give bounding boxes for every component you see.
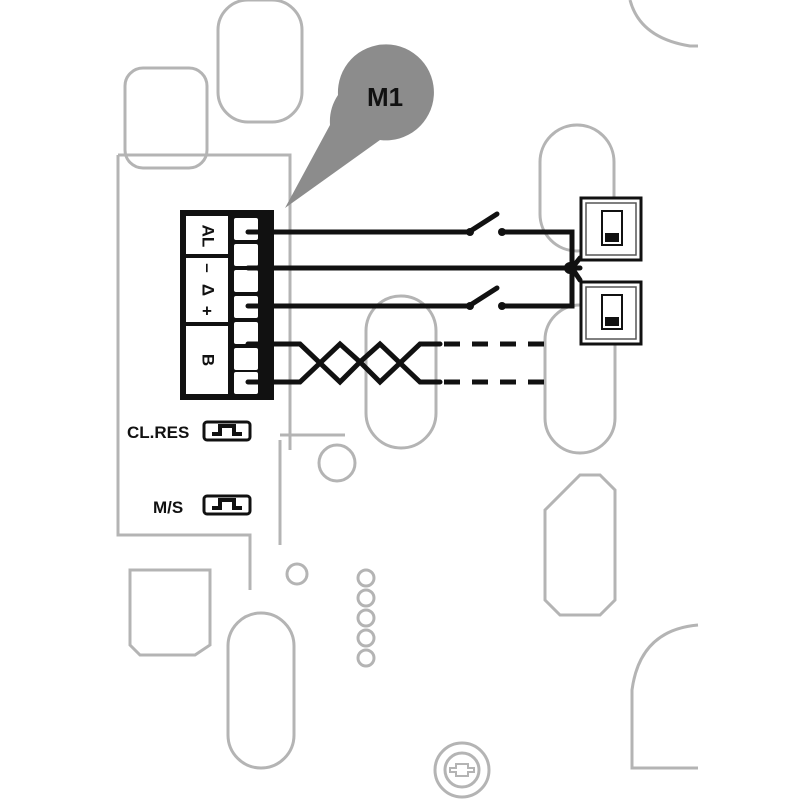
slot-right-lower xyxy=(543,473,617,617)
slot-bottom xyxy=(226,611,296,770)
jumper-ms-cap xyxy=(212,498,242,510)
label-plus: + xyxy=(202,301,212,320)
led-hole xyxy=(356,608,376,628)
led-hole xyxy=(356,648,376,668)
terminal-screw xyxy=(234,270,258,292)
wire-b-lower xyxy=(245,340,443,385)
module-frame-inner xyxy=(278,433,345,545)
wire-plus-to-sensor xyxy=(499,265,575,309)
jumper-clres-cap xyxy=(212,424,242,436)
slot-center xyxy=(364,294,438,450)
corner-bottom-right xyxy=(630,623,699,770)
label-b: B xyxy=(199,354,218,366)
wiring xyxy=(245,211,583,386)
switch-contact-upper xyxy=(469,211,500,233)
label-minus: – xyxy=(199,263,218,272)
callout-m1: M1 xyxy=(285,44,434,208)
contact-sensor-lower xyxy=(579,280,643,346)
corner-top-right xyxy=(628,0,698,48)
label-cell-al xyxy=(186,216,228,254)
led-hole xyxy=(356,628,376,648)
screw-icon xyxy=(433,741,491,799)
jumper-clres: CL.RES xyxy=(127,420,252,442)
small-hole xyxy=(285,562,309,586)
switch-contact-lower xyxy=(469,285,500,307)
mounting-hole xyxy=(317,443,357,483)
jumper-ms-label: M/S xyxy=(153,498,183,517)
label-al: AL xyxy=(199,225,218,248)
pad-top-left xyxy=(123,66,209,170)
terminal-screw xyxy=(234,218,258,240)
wire-al-to-sensor xyxy=(499,229,575,273)
terminal-screw xyxy=(234,244,258,266)
terminal-screws xyxy=(234,218,258,394)
led-hole xyxy=(356,568,376,588)
label-cell-b xyxy=(186,326,228,394)
pad-bottom-left xyxy=(128,568,212,657)
led-hole xyxy=(356,588,376,608)
module-frame xyxy=(116,153,292,590)
label-cell-delta xyxy=(186,258,228,322)
terminal-screw xyxy=(234,322,258,344)
callout-bubble xyxy=(285,44,434,208)
slot-top xyxy=(216,0,304,124)
jumper-ms: M/S xyxy=(153,494,252,517)
led-column xyxy=(356,568,376,668)
jumper-clres-label: CL.RES xyxy=(127,423,189,442)
panel-outlines xyxy=(116,0,699,799)
callout-label: M1 xyxy=(367,82,403,112)
terminal-screw xyxy=(234,348,258,370)
contact-sensor-upper xyxy=(579,196,643,262)
label-delta: Δ xyxy=(199,284,218,296)
